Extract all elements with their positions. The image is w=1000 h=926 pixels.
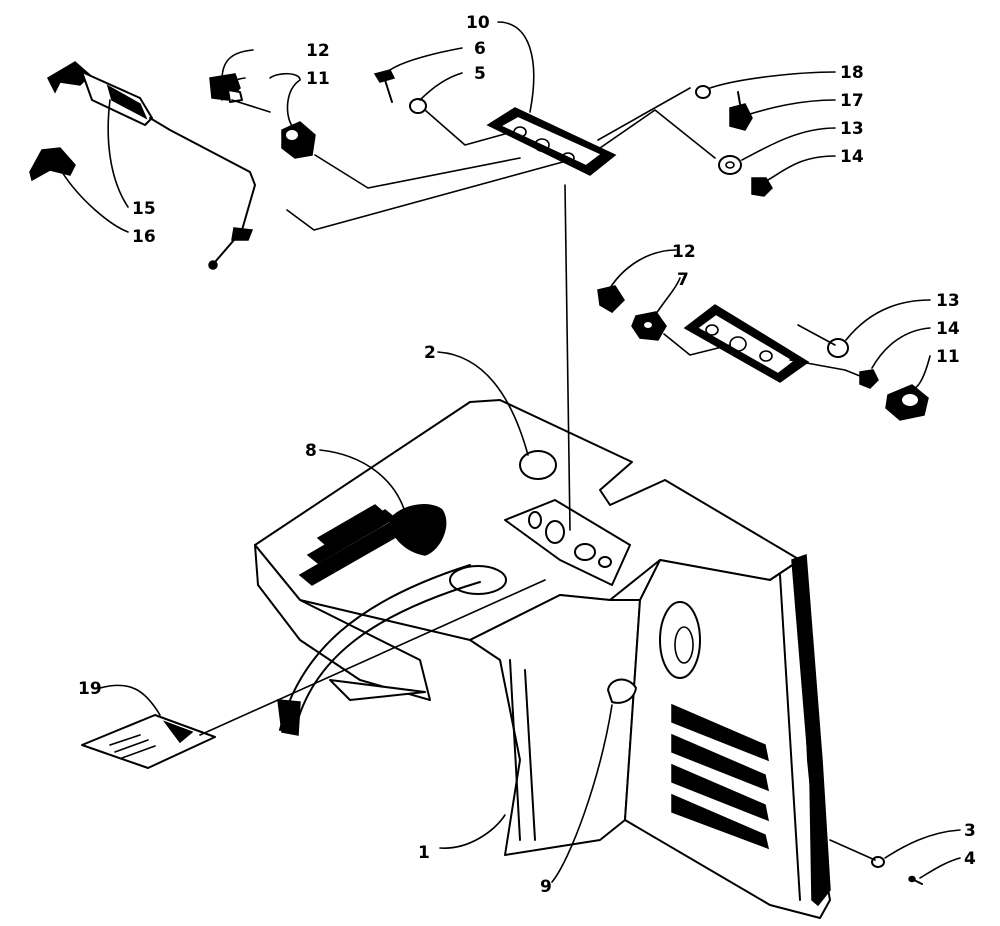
callout-8: 8 xyxy=(305,441,317,461)
throttle-lever-assembly xyxy=(29,61,256,270)
callout-7: 7 xyxy=(677,270,689,290)
callout-11b: 11 xyxy=(936,347,960,367)
callout-labels: 1 2 3 4 5 6 7 8 9 10 11 11 12 12 13 13 1… xyxy=(78,13,976,897)
callout-3: 3 xyxy=(964,821,976,841)
callout-12b: 12 xyxy=(672,242,696,262)
callout-13b: 13 xyxy=(936,291,960,311)
callout-11a: 11 xyxy=(306,69,330,89)
callout-12a: 12 xyxy=(306,41,330,61)
fasteners-lower-right xyxy=(871,856,923,885)
leader-lines xyxy=(61,21,961,883)
callout-18: 18 xyxy=(840,63,864,83)
callout-19: 19 xyxy=(78,679,102,699)
callout-15: 15 xyxy=(132,199,156,219)
callout-5: 5 xyxy=(474,64,486,84)
callout-2: 2 xyxy=(424,343,436,363)
callout-17: 17 xyxy=(840,91,864,111)
callout-10: 10 xyxy=(466,13,490,33)
switch-panel-upper xyxy=(209,69,773,197)
callout-6: 6 xyxy=(474,39,486,59)
callout-14a: 14 xyxy=(840,147,864,167)
decal-plate xyxy=(81,714,216,769)
callout-14b: 14 xyxy=(936,319,960,339)
callout-1: 1 xyxy=(418,843,430,863)
switch-panel-lower xyxy=(597,285,929,421)
callout-4: 4 xyxy=(964,849,976,869)
callout-9: 9 xyxy=(540,877,552,897)
callout-13a: 13 xyxy=(840,119,864,139)
callout-16: 16 xyxy=(132,227,156,247)
console-body xyxy=(254,399,831,919)
